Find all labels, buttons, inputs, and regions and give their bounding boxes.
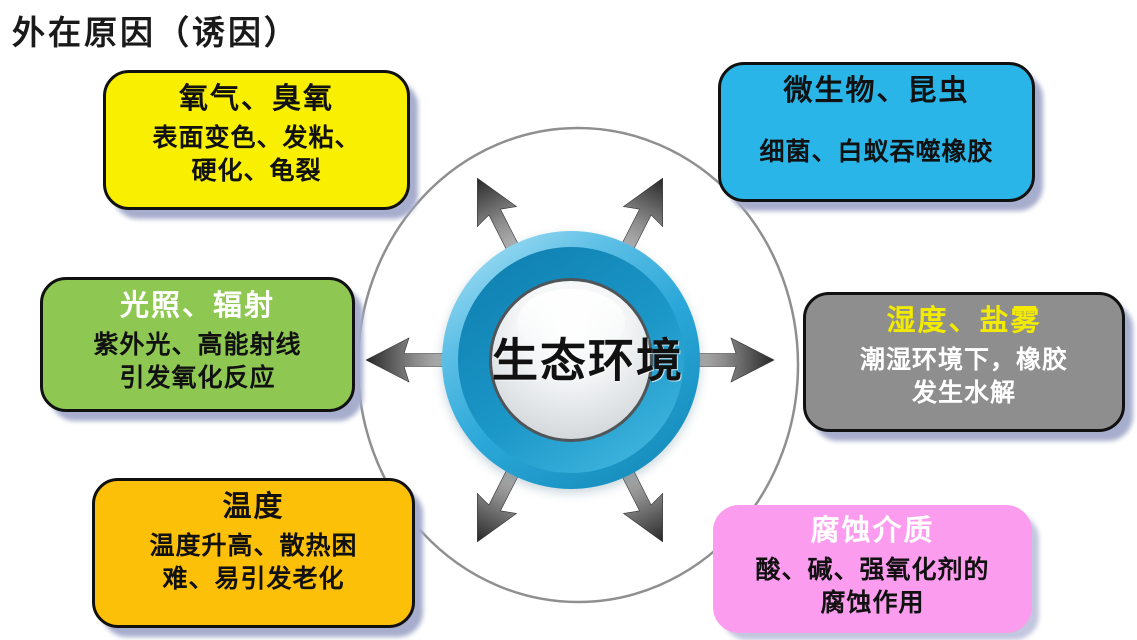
node-title: 温度 xyxy=(222,491,285,523)
node-title: 光照、辐射 xyxy=(119,290,275,322)
sphere-gloss-highlight xyxy=(517,288,625,356)
node-title: 氧气、臭氧 xyxy=(178,83,334,115)
node-oxygen-ozone: 氧气、臭氧 表面变色、发粘、 硬化、龟裂 xyxy=(103,70,410,210)
center-label: 生态环境 xyxy=(492,335,684,387)
outer-ring-circle xyxy=(356,126,800,604)
center-sphere-core: 生态环境 xyxy=(489,278,684,442)
node-temperature: 温度 温度升高、散热困 难、易引发老化 xyxy=(92,478,415,628)
node-title: 微生物、昆虫 xyxy=(783,75,970,107)
node-microbes-insects: 微生物、昆虫 细菌、白蚁吞噬橡胶 xyxy=(718,62,1035,202)
page-title: 外在原因（诱因） xyxy=(12,16,300,52)
center-sphere-inner-ring: 生态环境 xyxy=(458,247,684,473)
node-title: 腐蚀介质 xyxy=(810,515,935,547)
center-sphere: 生态环境 xyxy=(442,231,700,489)
node-body: 温度升高、散热困 难、易引发老化 xyxy=(149,532,358,593)
node-title: 湿度、盐雾 xyxy=(886,305,1042,337)
node-body: 细菌、白蚁吞噬橡胶 xyxy=(759,138,994,167)
node-humidity-salt-fog: 湿度、盐雾 潮湿环境下，橡胶 发生水解 xyxy=(803,292,1125,432)
node-corrosive-media: 腐蚀介质 酸、碱、强氧化剂的 腐蚀作用 xyxy=(713,505,1032,633)
node-light-radiation: 光照、辐射 紫外光、高能射线 引发氧化反应 xyxy=(40,277,355,412)
node-body: 紫外光、高能射线 引发氧化反应 xyxy=(93,331,302,392)
node-body: 潮湿环境下，橡胶 发生水解 xyxy=(859,346,1068,407)
node-body: 酸、碱、强氧化剂的 腐蚀作用 xyxy=(755,556,990,617)
node-body: 表面变色、发粘、 硬化、龟裂 xyxy=(152,124,361,185)
